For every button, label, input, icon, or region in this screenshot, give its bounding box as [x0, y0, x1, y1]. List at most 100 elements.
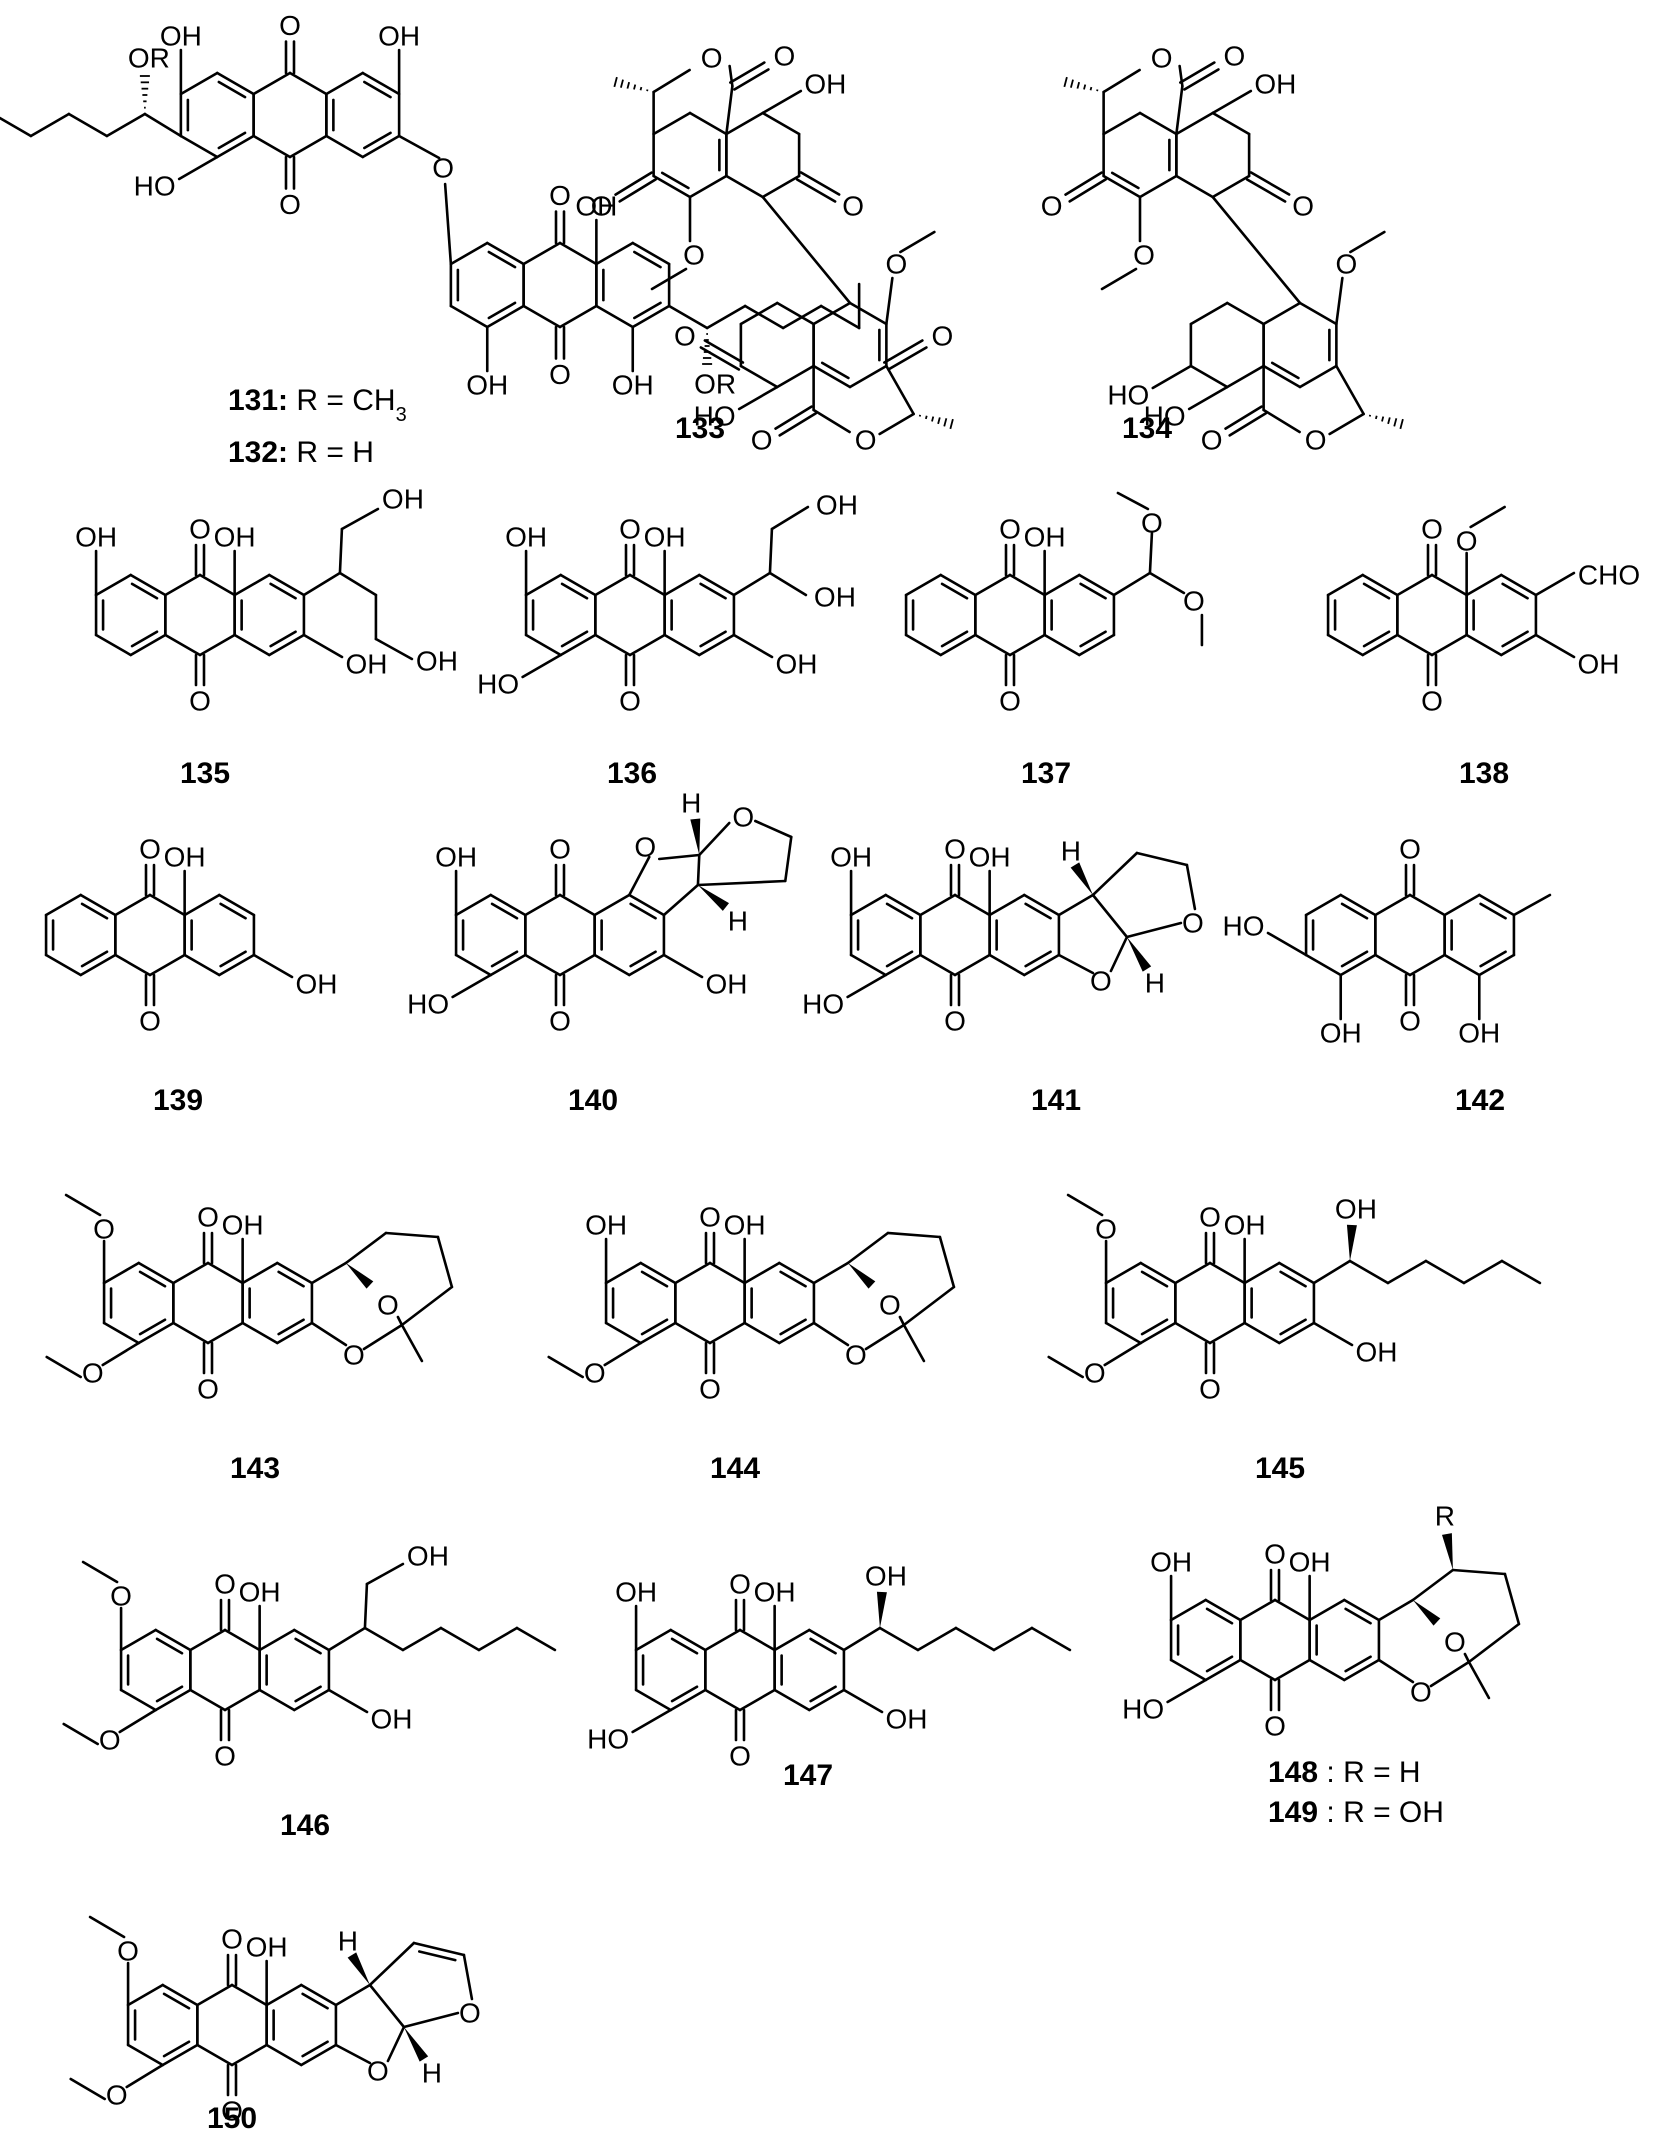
atom-label: OH: [804, 69, 846, 100]
hash-bond: [639, 86, 643, 91]
bond: [1477, 953, 1516, 977]
hash-bond: [620, 79, 624, 88]
bond: [669, 1628, 707, 1652]
bond: [885, 364, 915, 416]
bond: [374, 637, 414, 661]
bond: [761, 195, 852, 305]
bond: [953, 893, 991, 917]
atom-label: O: [1421, 514, 1443, 545]
double-bond-line: [1279, 1270, 1307, 1288]
double-bond-line: [809, 1685, 837, 1703]
bond: [725, 174, 765, 199]
bond: [206, 1261, 244, 1285]
bond: [1174, 1321, 1212, 1345]
bond: [919, 893, 957, 917]
bond: [1211, 111, 1251, 136]
bond: [363, 1626, 405, 1652]
atom-label: OH: [382, 484, 424, 515]
hash-bond: [1070, 79, 1074, 88]
bond: [1396, 573, 1434, 597]
bond: [449, 241, 489, 266]
bond: [1175, 111, 1215, 136]
bond: [299, 2043, 338, 2067]
bond: [522, 241, 562, 266]
atom-label: O: [842, 191, 864, 222]
bond: [1361, 633, 1399, 657]
double-bond-line: [217, 80, 247, 99]
bond: [1208, 1261, 1246, 1285]
bond: [773, 1688, 811, 1712]
hash-bond: [1063, 76, 1068, 88]
bond: [340, 507, 380, 531]
bond: [1408, 893, 1446, 917]
bond: [64, 1193, 102, 1217]
bond: [1228, 412, 1268, 437]
double-bond-line: [1079, 582, 1107, 600]
bond: [1342, 1598, 1381, 1622]
bond: [1277, 1261, 1316, 1285]
bond: [489, 893, 527, 917]
bond: [1138, 174, 1178, 199]
bond: [732, 571, 772, 597]
bond: [849, 953, 888, 977]
bond: [974, 633, 1012, 657]
double-bond-line: [487, 250, 517, 269]
atom-label: OH: [246, 1932, 288, 1963]
bond: [733, 68, 770, 91]
bond: [439, 1626, 481, 1652]
bond: [1308, 1598, 1346, 1622]
double-bond-line: [138, 1270, 167, 1288]
atom-label: O: [699, 1374, 721, 1405]
bond: [885, 276, 894, 326]
double-bond-line: [560, 630, 589, 648]
bond: [1030, 1626, 1072, 1652]
bond: [368, 1983, 406, 2029]
bond: [593, 893, 631, 917]
bond: [1043, 633, 1081, 657]
atom-label: H: [338, 1926, 358, 1957]
double-bond-line: [1279, 1318, 1307, 1336]
double-bond-line: [1501, 630, 1529, 648]
double-bond-line: [1024, 950, 1052, 968]
bond: [547, 1355, 585, 1379]
atom-label: OH: [865, 1561, 907, 1592]
wedge-bond: [1070, 862, 1093, 895]
hash-bond: [949, 418, 954, 430]
bond: [362, 1323, 404, 1351]
bond: [992, 1626, 1034, 1652]
double-bond-line: [130, 582, 159, 600]
bond: [904, 573, 943, 597]
atom-label: O: [751, 425, 773, 456]
bond: [489, 953, 527, 977]
bond: [729, 61, 766, 84]
compound-number: 147: [783, 1759, 833, 1792]
bond: [310, 1321, 348, 1347]
bond: [778, 412, 818, 437]
bond: [161, 2043, 199, 2067]
bond: [338, 527, 344, 575]
bond: [125, 2063, 165, 2089]
atom-label: O: [1264, 1539, 1286, 1570]
double-bond-line: [269, 630, 297, 648]
bond: [397, 134, 441, 160]
atom-label: O: [845, 1340, 867, 1371]
bond: [558, 304, 598, 329]
atom-label: HO: [1122, 1694, 1164, 1725]
bond: [217, 953, 256, 977]
bond: [773, 1628, 811, 1652]
bond: [743, 1261, 781, 1285]
atom-label: HO: [407, 989, 449, 1020]
bond: [102, 1321, 141, 1345]
bond: [1443, 893, 1481, 917]
bond: [618, 178, 658, 203]
bond: [1183, 68, 1220, 91]
bond: [1102, 111, 1142, 136]
compound-number: 134: [1122, 412, 1172, 445]
bond: [1169, 1658, 1208, 1682]
bond: [916, 1626, 958, 1652]
bond: [292, 1688, 331, 1712]
bond: [878, 412, 915, 436]
bond: [743, 304, 785, 330]
